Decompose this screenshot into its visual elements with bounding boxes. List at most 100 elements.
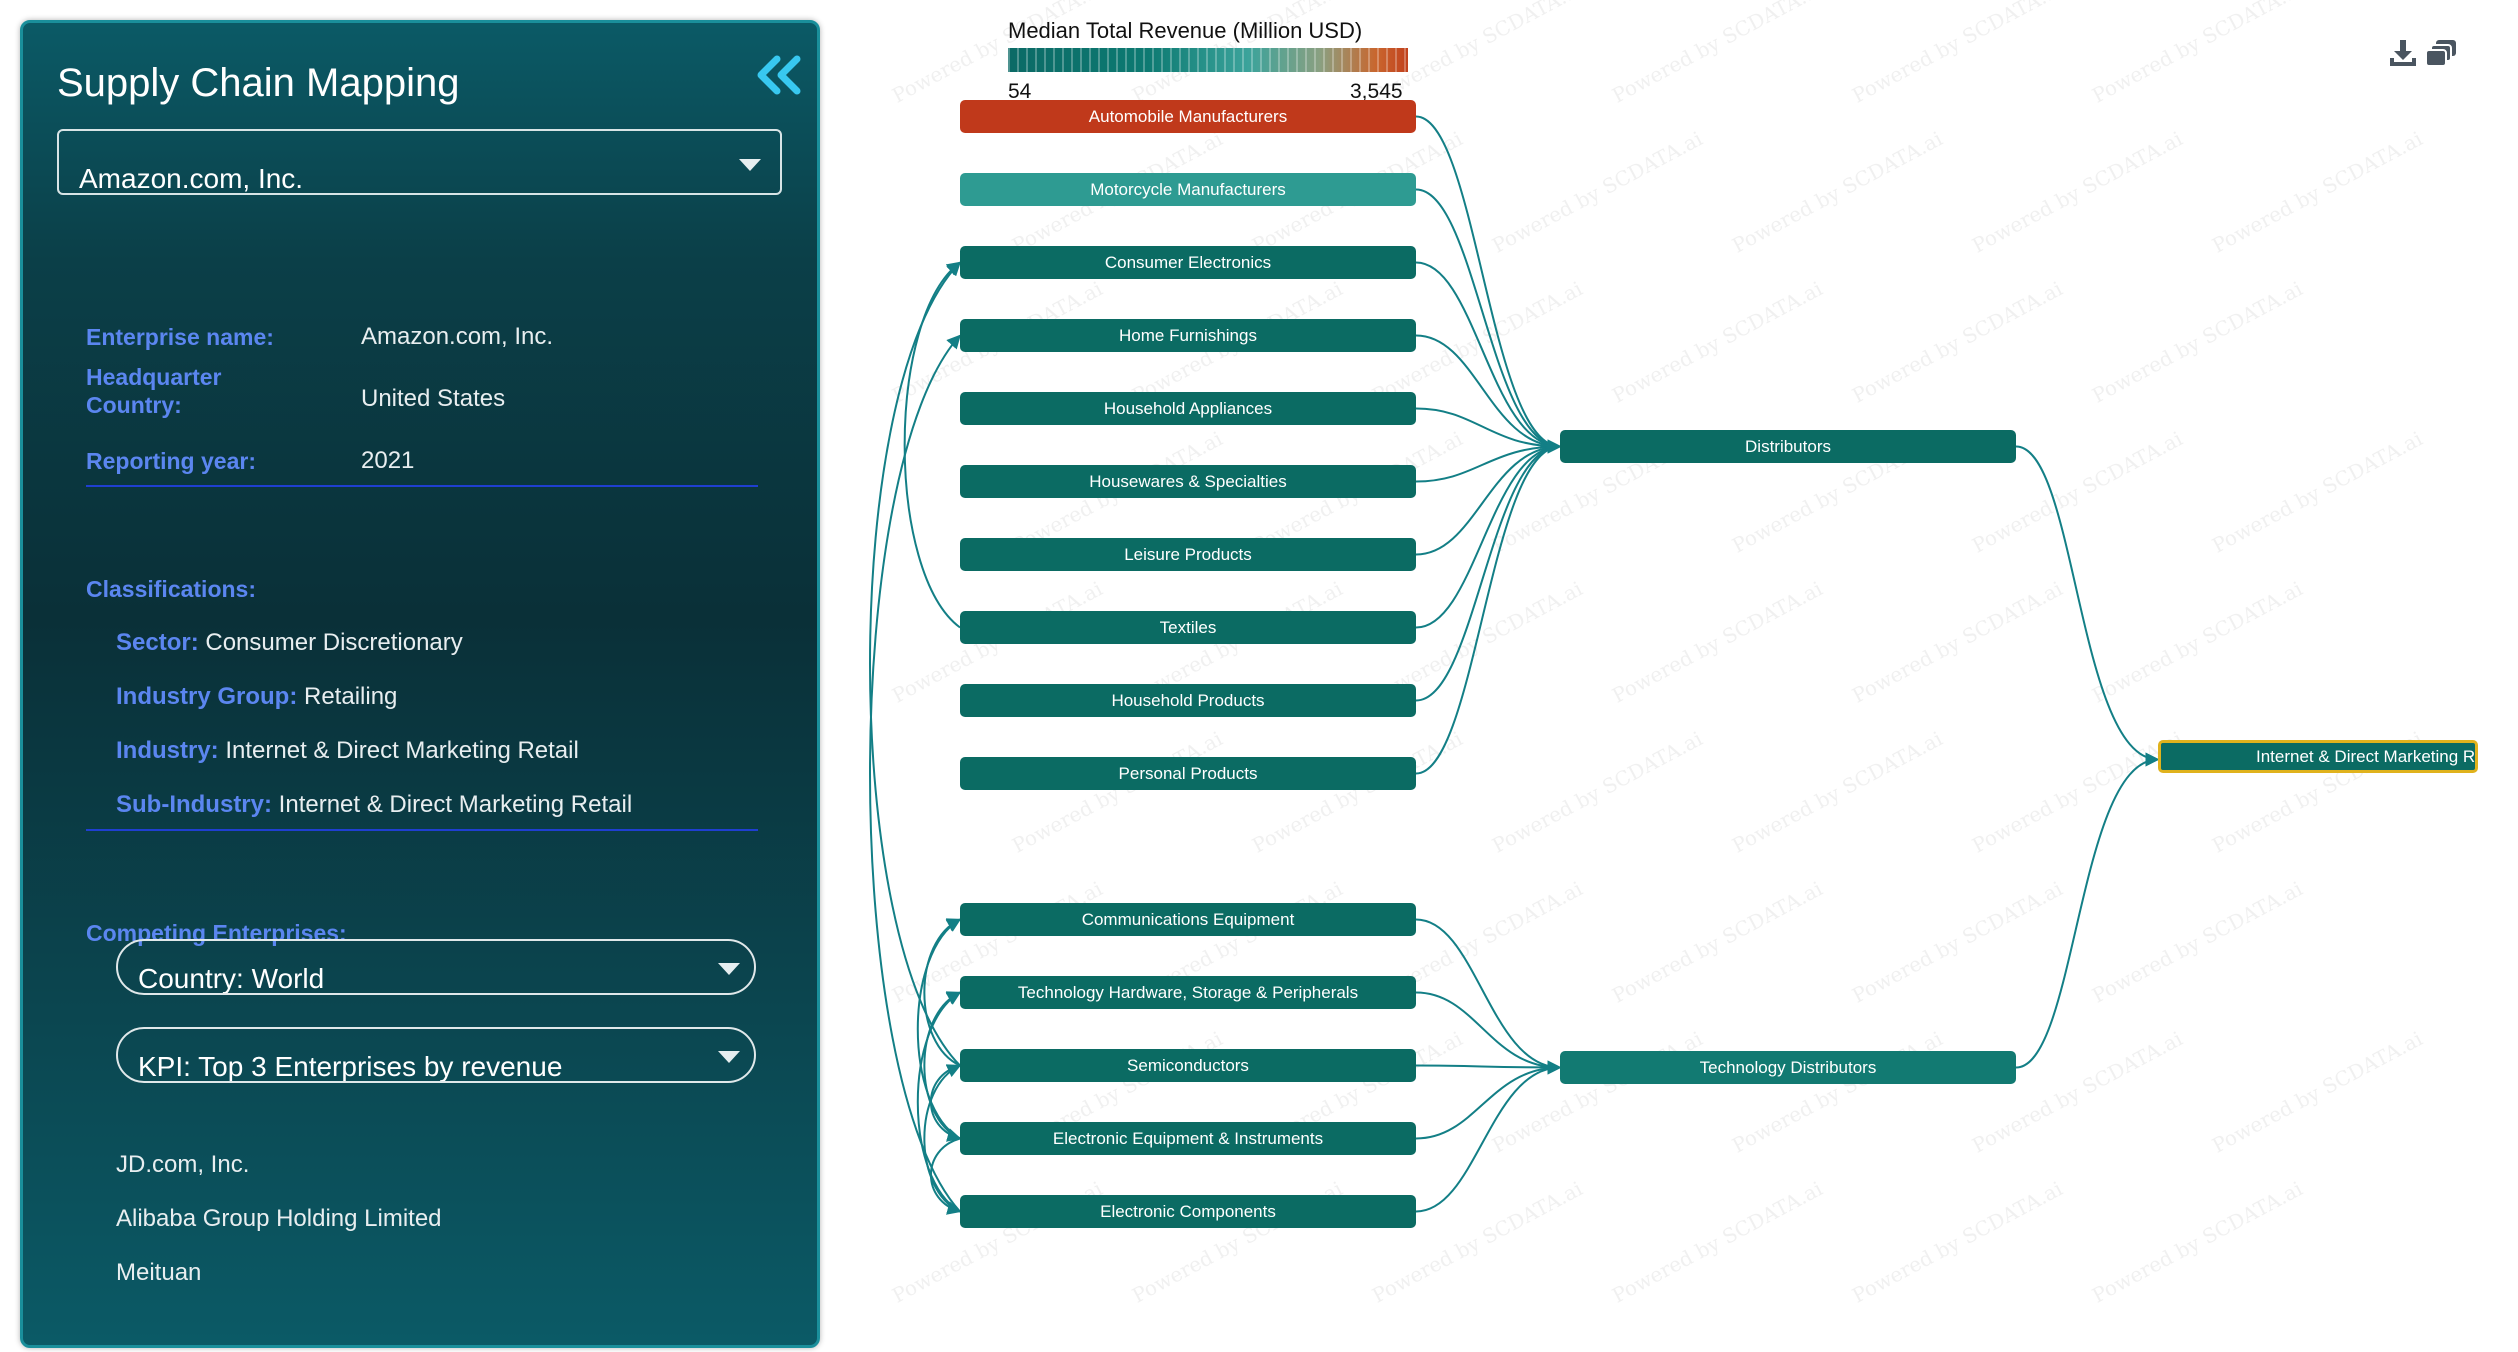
node-source[interactable]: Personal Products <box>960 757 1416 790</box>
link-to-technology-distributors <box>1415 1060 1562 1213</box>
node-source[interactable]: Textiles <box>960 611 1416 644</box>
watermark-text: Powered by SCDATA.ai <box>1488 1026 1707 1158</box>
link-to-technology-distributors <box>1415 1060 1562 1075</box>
watermark-text: Powered by SCDATA.ai <box>2208 126 2427 258</box>
industry-label: Industry: <box>116 737 219 764</box>
link-to-distributors <box>1415 261 1562 454</box>
node-source[interactable]: Leisure Products <box>960 538 1416 571</box>
node-distributor[interactable]: Distributors <box>1560 430 2016 463</box>
back-link <box>923 1064 962 1213</box>
node-target[interactable]: Internet & Direct Marketing Retail <box>2158 740 2478 773</box>
node-source[interactable]: Motorcycle Manufacturers <box>960 173 1416 206</box>
back-link <box>869 334 961 1213</box>
watermark-text: Powered by SCDATA.ai <box>1728 1026 1947 1158</box>
node-source[interactable]: Household Appliances <box>960 392 1416 425</box>
legend-title: Median Total Revenue (Million USD) <box>1008 18 1363 43</box>
chevron-down-icon <box>739 159 761 171</box>
watermark-text: Powered by SCDATA.ai <box>1488 726 1707 858</box>
chevron-down-icon <box>718 963 740 975</box>
back-link <box>929 1064 962 1142</box>
competitor-item[interactable]: Meituan <box>116 1259 202 1286</box>
watermark-text: Powered by SCDATA.ai <box>2088 576 2307 708</box>
watermark-text: Powered by SCDATA.ai <box>1968 726 2187 858</box>
page-title: Supply Chain Mapping <box>57 61 460 105</box>
supply-chain-panel: Supply Chain Mapping Amazon.com, Inc. En… <box>20 20 820 1348</box>
industry-row: Industry: Internet & Direct Marketing Re… <box>116 737 579 765</box>
sub-industry-row: Sub-Industry: Internet & Direct Marketin… <box>116 791 632 819</box>
hq-country-label-line2: Country: <box>86 392 182 418</box>
layers-icon[interactable] <box>2426 38 2458 68</box>
classifications-label: Classifications: <box>86 576 256 602</box>
kpi-select[interactable]: KPI: Top 3 Enterprises by revenue <box>116 1027 756 1083</box>
back-link <box>916 991 962 1213</box>
link-to-technology-distributors <box>1415 991 1562 1075</box>
sector-value: Consumer Discretionary <box>205 629 463 656</box>
industry-group-value: Retailing <box>304 683 398 710</box>
watermark-text: Powered by SCDATA.ai <box>1608 0 1827 108</box>
watermark-text: Powered by SCDATA.ai <box>1848 1176 2067 1308</box>
link-to-distributors <box>1415 439 1562 775</box>
watermark-text: Powered by SCDATA.ai <box>1248 726 1467 858</box>
watermark-text: Powered by SCDATA.ai <box>1848 876 2067 1008</box>
node-source[interactable]: Automobile Manufacturers <box>960 100 1416 133</box>
node-source[interactable]: Electronic Equipment & Instruments <box>960 1122 1416 1155</box>
country-select[interactable]: Country: World <box>116 939 756 995</box>
watermark-text: Powered by SCDATA.ai <box>2088 276 2307 408</box>
link-to-distributors <box>1415 439 1562 702</box>
sub-industry-label: Sub-Industry: <box>116 791 272 818</box>
chevron-down-icon <box>718 1051 740 1063</box>
node-source[interactable]: Communications Equipment <box>960 903 1416 936</box>
back-link <box>916 918 962 1140</box>
node-source[interactable]: Home Furnishings <box>960 319 1416 352</box>
kpi-select-value: KPI: Top 3 Enterprises by revenue <box>138 1051 563 1082</box>
download-icon[interactable] <box>2388 38 2418 68</box>
back-link <box>923 991 962 1140</box>
node-source[interactable]: Electronic Components <box>960 1195 1416 1228</box>
watermark-text: Powered by SCDATA.ai <box>2088 1176 2307 1308</box>
watermark-text: Powered by SCDATA.ai <box>1008 726 1227 858</box>
reporting-year-label: Reporting year: <box>86 448 256 474</box>
sub-industry-value: Internet & Direct Marketing Retail <box>278 791 633 818</box>
divider <box>86 485 758 487</box>
link-to-distributors <box>1415 439 1562 483</box>
watermark-text: Powered by SCDATA.ai <box>1968 126 2187 258</box>
node-source[interactable]: Consumer Electronics <box>960 246 1416 279</box>
back-link <box>923 918 962 1067</box>
watermark-text: Powered by SCDATA.ai <box>1608 276 1827 408</box>
company-select[interactable]: Amazon.com, Inc. <box>57 129 782 195</box>
competitor-item[interactable]: JD.com, Inc. <box>116 1151 250 1178</box>
watermark-text: Powered by SCDATA.ai <box>2208 1026 2427 1158</box>
watermark-text: Powered by SCDATA.ai <box>1968 1026 2187 1158</box>
link-to-target <box>2015 445 2160 767</box>
node-source[interactable]: Technology Hardware, Storage & Periphera… <box>960 976 1416 1009</box>
company-select-value: Amazon.com, Inc. <box>79 163 304 194</box>
node-source[interactable]: Semiconductors <box>960 1049 1416 1082</box>
watermark-text: Powered by SCDATA.ai <box>2208 426 2427 558</box>
industry-value: Internet & Direct Marketing Retail <box>225 737 579 764</box>
reporting-year-value: 2021 <box>361 447 415 474</box>
watermark-text: Powered by SCDATA.ai <box>2088 876 2307 1008</box>
legend-max: 3,545 <box>1350 80 1403 103</box>
watermark-text: Powered by SCDATA.ai <box>1848 576 2067 708</box>
watermark-text: Powered by SCDATA.ai <box>1728 726 1947 858</box>
node-distributor[interactable]: Technology Distributors <box>1560 1051 2016 1084</box>
double-chevron-left-icon[interactable] <box>753 53 805 97</box>
link-to-distributors <box>1415 407 1562 454</box>
competitor-item[interactable]: Alibaba Group Holding Limited <box>116 1205 442 1232</box>
industry-group-label: Industry Group: <box>116 683 298 710</box>
watermark-text: Powered by SCDATA.ai <box>1608 576 1827 708</box>
back-link <box>929 1137 962 1215</box>
node-source[interactable]: Household Products <box>960 684 1416 717</box>
link-to-distributors <box>1415 439 1562 556</box>
enterprise-name-label: Enterprise name: <box>86 324 274 350</box>
divider <box>86 829 758 831</box>
back-link <box>869 261 961 1067</box>
industry-group-row: Industry Group: Retailing <box>116 683 397 711</box>
legend-min: 54 <box>1008 80 1032 103</box>
link-to-distributors <box>1415 439 1562 629</box>
watermark-text: Powered by SCDATA.ai <box>1488 126 1707 258</box>
watermark-text: Powered by SCDATA.ai <box>1848 276 2067 408</box>
legend-color-scale <box>1008 48 1408 72</box>
sector-label: Sector: <box>116 629 199 656</box>
node-source[interactable]: Housewares & Specialties <box>960 465 1416 498</box>
